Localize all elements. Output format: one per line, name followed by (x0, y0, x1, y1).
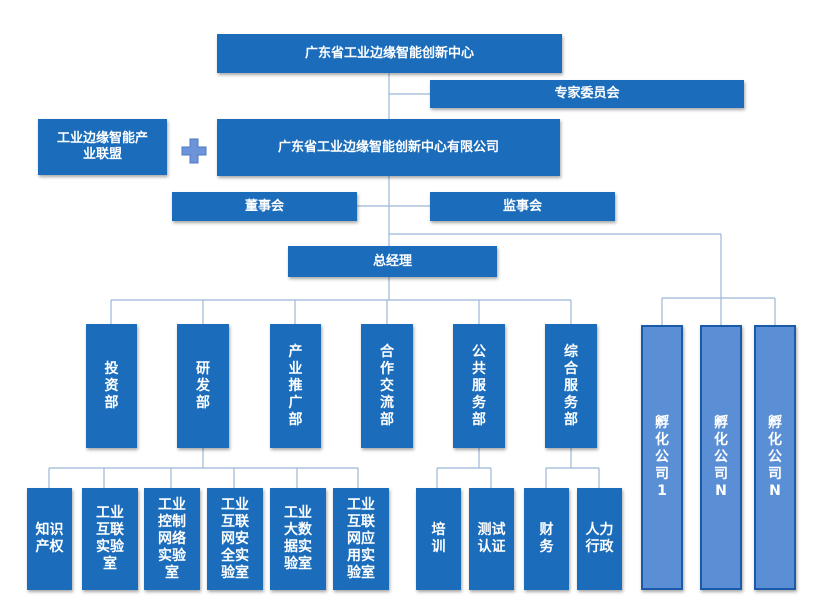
unit-training: 培训 (416, 488, 461, 590)
unit-testing-certification: 测试认证 (469, 488, 514, 590)
company-box: 广东省工业边缘智能创新中心有限公司 (217, 119, 560, 176)
department-industry-promotion: 产业推广部 (270, 324, 321, 448)
department-investment: 投资部 (86, 324, 137, 448)
expert-committee-box: 专家委员会 (430, 80, 744, 108)
lab-industrial-interconnect: 工业互联实验室 (82, 488, 138, 590)
unit-finance: 财务 (524, 488, 569, 590)
innovation-center-box: 广东省工业边缘智能创新中心 (217, 34, 562, 73)
incubator-company-1: 孵化公司1 (641, 325, 683, 590)
lab-industrial-big-data: 工业大数据实验室 (270, 488, 326, 590)
incubator-company-n-2: 孵化公司N (754, 325, 796, 590)
plus-icon (181, 138, 207, 164)
lab-industrial-internet-application: 工业互联网应用实验室 (333, 488, 389, 590)
unit-hr-admin: 人力行政 (577, 488, 622, 590)
board-of-supervisors-box: 监事会 (430, 192, 615, 221)
industry-alliance-box: 工业边缘智能产业联盟 (38, 119, 167, 175)
department-general-service: 综合服务部 (545, 324, 597, 448)
lab-industrial-control-network: 工业控制网络实验室 (144, 488, 200, 590)
department-public-service: 公共服务部 (453, 324, 505, 448)
incubator-company-n: 孵化公司N (700, 325, 742, 590)
department-cooperation: 合作交流部 (361, 324, 413, 448)
board-of-directors-box: 董事会 (172, 192, 357, 221)
department-rnd: 研发部 (177, 324, 229, 448)
lab-industrial-internet-security: 工业互联网安全实验室 (207, 488, 263, 590)
general-manager-box: 总经理 (288, 246, 497, 277)
lab-ip: 知识产权 (27, 488, 72, 590)
